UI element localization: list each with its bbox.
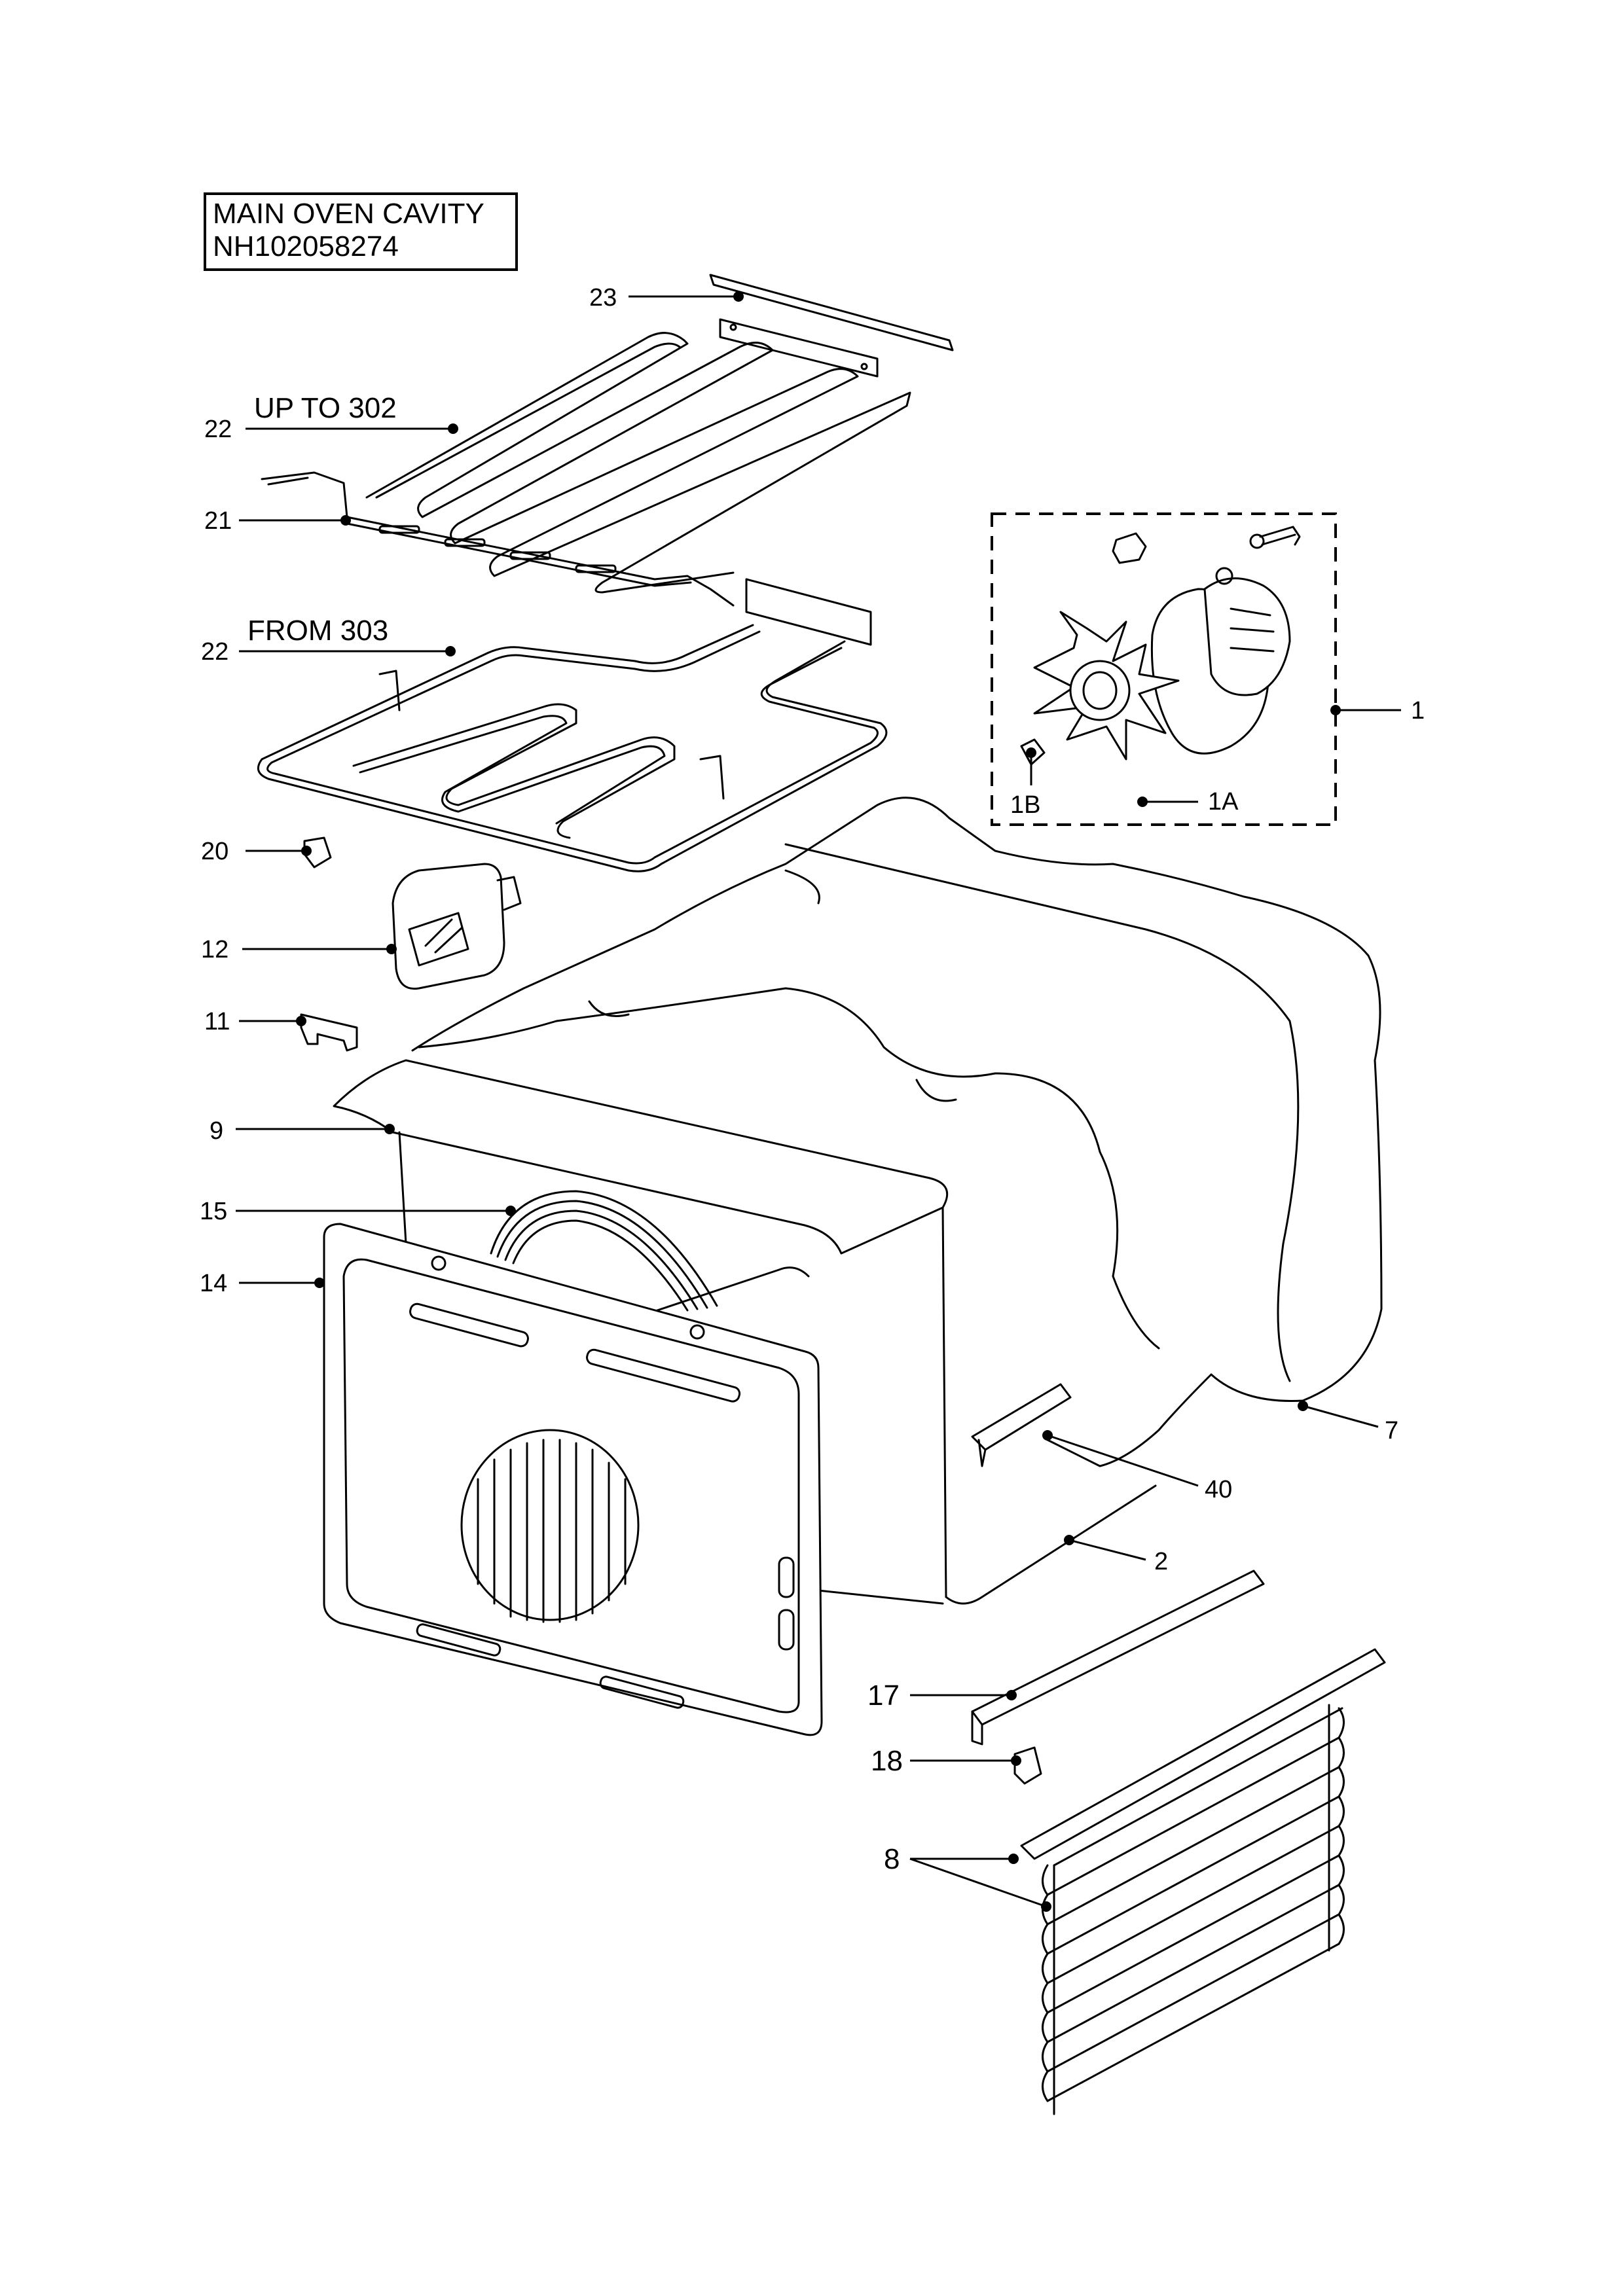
- note-upto302: UP TO 302: [254, 392, 397, 424]
- callout-8: 8: [884, 1843, 900, 1875]
- part-22-grill-element-upto302: [365, 332, 911, 594]
- callout-20: 20: [201, 838, 228, 865]
- diagram-title-box: MAIN OVEN CAVITY NH102058274: [204, 192, 518, 271]
- callout-17: 17: [867, 1679, 900, 1712]
- callout-1: 1: [1411, 697, 1425, 725]
- oven-cavity-body: [398, 1131, 1157, 1605]
- callout-21: 21: [204, 507, 232, 535]
- diagram-part-number: NH102058274: [213, 230, 399, 262]
- callout-12: 12: [201, 936, 228, 963]
- part-14-back-panel: [323, 1223, 823, 1736]
- callout-11: 11: [204, 1008, 230, 1035]
- callout-22-upto302: 22: [204, 416, 232, 443]
- callout-1a: 1A: [1208, 788, 1239, 816]
- part-18-clip: [1013, 1746, 1042, 1785]
- part-9-front-trim: [333, 1059, 949, 1255]
- diagram-title: MAIN OVEN CAVITY: [213, 198, 484, 230]
- callout-23: 23: [589, 284, 617, 312]
- leader-lines: [236, 291, 1401, 1912]
- callout-40: 40: [1205, 1476, 1232, 1503]
- part-15-fan-element: [490, 1190, 718, 1312]
- part-23-bracket: [709, 274, 954, 378]
- part-17-shelf-runner: [971, 1570, 1265, 1746]
- part-12-lamp-housing: [392, 863, 522, 990]
- callout-9: 9: [210, 1117, 223, 1145]
- callout-22-from303: 22: [201, 638, 228, 666]
- callout-7: 7: [1385, 1417, 1398, 1444]
- callout-14: 14: [200, 1270, 227, 1297]
- part-21-element-support: [261, 471, 735, 607]
- callout-1b: 1B: [1010, 791, 1040, 819]
- part-7-insulation-wrap: [411, 797, 1383, 1467]
- callout-labels: 23 22 UP TO 302 21 22 FROM 303 1 1A 1B 2…: [200, 284, 1425, 1875]
- part-22-grill-element-from303: [257, 578, 888, 872]
- callout-15: 15: [200, 1198, 227, 1225]
- part-8-side-runners: [1020, 1648, 1386, 2115]
- part-1-fan-motor-assembly: [991, 512, 1337, 826]
- part-40-runner-support: [971, 1383, 1072, 1467]
- note-from303: FROM 303: [247, 615, 388, 647]
- callout-2: 2: [1154, 1548, 1168, 1575]
- part-11-bracket: [300, 1013, 358, 1052]
- callout-18: 18: [871, 1745, 903, 1777]
